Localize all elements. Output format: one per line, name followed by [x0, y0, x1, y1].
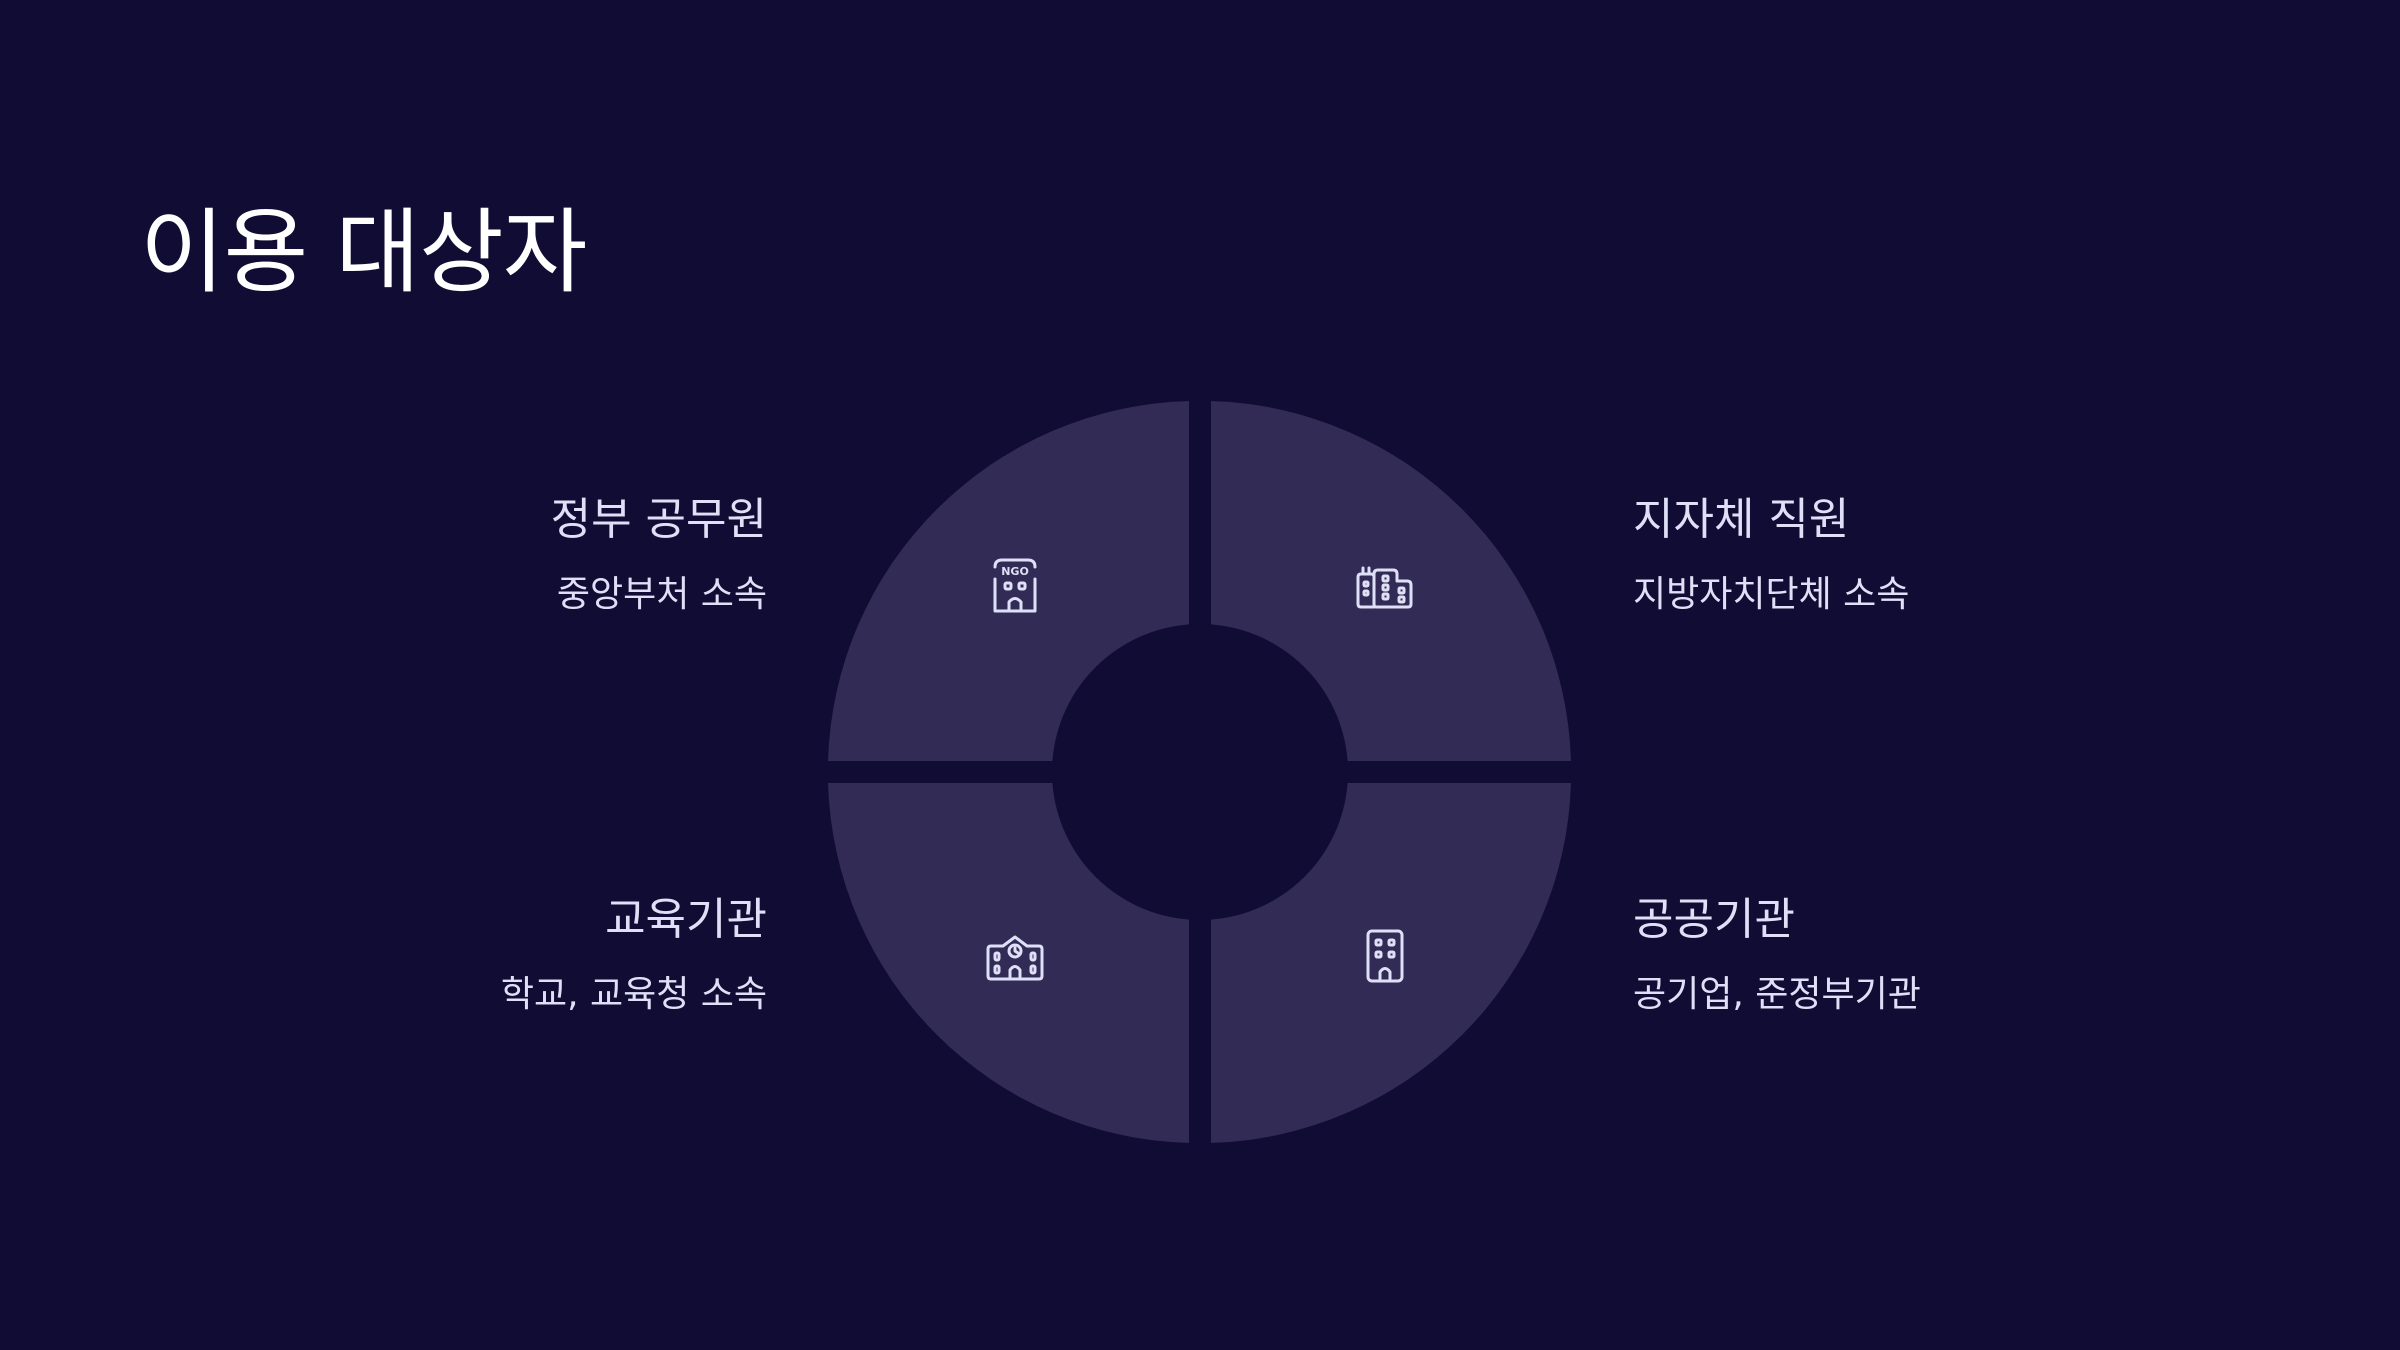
- svg-text:NGO: NGO: [1001, 565, 1029, 578]
- segment-subtitle: 학교, 교육청 소속: [500, 973, 767, 1015]
- segment-heading: 교육기관: [605, 894, 767, 945]
- label-bottom-right: 공공기관 공기업, 준정부기관: [1633, 894, 2153, 1016]
- segment-bottom-right: [1211, 783, 1571, 1143]
- label-top-left: 정부 공무원 중앙부처 소속: [247, 494, 767, 616]
- segment-subtitle: 공기업, 준정부기관: [1633, 973, 1921, 1015]
- segment-subtitle: 지방자치단체 소속: [1633, 573, 1910, 615]
- office-building-icon: [1366, 929, 1404, 983]
- segment-heading: 정부 공무원: [550, 494, 767, 545]
- segment-heading: 지자체 직원: [1633, 494, 1850, 545]
- segment-top-left: [828, 401, 1189, 761]
- segment-subtitle: 중앙부처 소속: [556, 573, 767, 615]
- segment-heading: 공공기관: [1633, 894, 1795, 945]
- school-icon: [986, 935, 1044, 981]
- ngo-building-icon: NGO: [993, 558, 1037, 613]
- label-top-right: 지자체 직원 지방자치단체 소속: [1633, 494, 2153, 616]
- slide-title: 이용 대상자: [140, 199, 587, 306]
- segment-top-right: [1211, 401, 1571, 761]
- segment-bottom-left: [828, 783, 1189, 1143]
- city-buildings-icon: [1356, 566, 1413, 609]
- label-bottom-left: 교육기관 학교, 교육청 소속: [247, 894, 767, 1016]
